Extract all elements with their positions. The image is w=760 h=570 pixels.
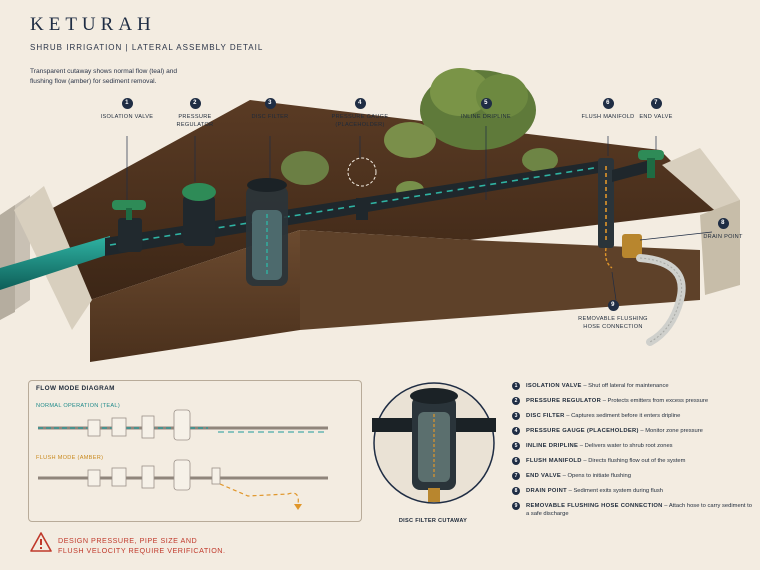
legend-number: 3 (512, 412, 520, 420)
cutaway-label: DISC FILTER CUTAWAY (398, 518, 468, 524)
callout-flush-manifold: 6 FLUSH MANIFOLD (573, 98, 643, 122)
flow-mode-schematic (38, 409, 328, 510)
legend-number: 8 (512, 487, 520, 495)
legend-name: DRAIN POINT (526, 488, 567, 494)
legend-name: FLUSH MANIFOLD (526, 458, 582, 464)
callout-number: 4 (354, 98, 366, 109)
supply-pipe (0, 236, 110, 290)
warning-note: DESIGN PRESSURE, PIPE SIZE AND FLUSH VEL… (58, 536, 226, 555)
callout-label: INLINE DRIPLINE (461, 114, 511, 120)
legend-number: 5 (512, 442, 520, 450)
warning-triangle-icon (30, 532, 52, 552)
legend-name: INLINE DRIPLINE (526, 443, 579, 449)
legend-desc: Attach hose to carry sediment to a safe … (526, 503, 752, 517)
callout-number: 1 (121, 98, 133, 109)
stone-curb-right (662, 148, 740, 215)
callout-number: 9 (607, 300, 619, 311)
callout-number: 8 (717, 218, 729, 229)
legend-number: 6 (512, 457, 520, 465)
callout-label: DISC FILTER (251, 114, 289, 120)
legend-number: 2 (512, 397, 520, 405)
callout-pressure-gauge: 4 PRESSURE GAUGE (PLACEHOLDER) (322, 98, 398, 129)
flush-manifold-shape (598, 158, 650, 248)
legend-desc: Shut off lateral for maintenance (588, 383, 669, 389)
legend-desc: Directs flushing flow out of the system (588, 458, 686, 464)
legend-name: REMOVABLE FLUSHING HOSE CONNECTION (526, 503, 663, 509)
legend-name: PRESSURE REGULATOR (526, 398, 602, 404)
legend-desc: Delivers water to shrub root zones (584, 443, 673, 449)
callout-number: 6 (602, 98, 614, 109)
callout-label: PRESSURE REGULATOR (176, 114, 214, 128)
legend-number: 4 (512, 427, 520, 435)
callout-end-valve: 7 END VALVE (631, 98, 681, 122)
callout-flushing-hose: 9 REMOVABLE FLUSHING HOSE CONNECTION (578, 300, 648, 331)
normal-flow-schematic (38, 409, 328, 441)
callout-label: REMOVABLE FLUSHING HOSE CONNECTION (578, 316, 648, 330)
intro-note: Transparent cutaway shows normal flow (t… (30, 68, 178, 85)
callout-number: 5 (480, 98, 492, 109)
callout-number: 2 (189, 98, 201, 109)
callout-inline-dripline: 5 INLINE DRIPLINE (451, 98, 521, 122)
callout-label: FLUSH MANIFOLD (581, 114, 635, 120)
legend-desc: Protects emitters from excess pressure (607, 398, 709, 404)
brand-title: KETURAH (30, 14, 156, 35)
legend-desc: Opens to initiate flushing (567, 473, 631, 479)
legend-number: 9 (512, 502, 520, 510)
legend-name: PRESSURE GAUGE (PLACEHOLDER) (526, 428, 639, 434)
legend-name: ISOLATION VALVE (526, 383, 582, 389)
callout-disc-filter: 3 DISC FILTER (235, 98, 305, 122)
callout-label: END VALVE (639, 114, 673, 120)
lateral-assembly-illustration (0, 68, 740, 362)
callout-number: 3 (264, 98, 276, 109)
legend-name: DISC FILTER (526, 413, 565, 419)
flush-mode-label: FLUSH MODE (AMBER) (36, 455, 104, 461)
callout-label: DRAIN POINT (703, 234, 743, 240)
normal-operation-label: NORMAL OPERATION (TEAL) (36, 403, 120, 409)
legend-name: END VALVE (526, 473, 562, 479)
flow-diagram-title: FLOW MODE DIAGRAM (36, 385, 115, 392)
disc-filter-shape (246, 178, 288, 286)
warning-line-1: DESIGN PRESSURE, PIPE SIZE AND (58, 536, 198, 545)
flow-mode-diagram-panel (28, 380, 362, 522)
lateral-pipe (105, 160, 605, 256)
flush-flow-schematic (38, 459, 328, 510)
pressure-gauge-placeholder (347, 157, 377, 220)
legend-desc: Captures sediment before it enters dripl… (571, 413, 681, 419)
legend-number: 7 (512, 472, 520, 480)
isolation-valve-shape (112, 200, 146, 252)
disc-filter-cutaway (372, 382, 496, 504)
page-subtitle: SHRUB IRRIGATION | LATERAL ASSEMBLY DETA… (30, 43, 264, 52)
shrub-plants (281, 68, 558, 199)
legend-number: 1 (512, 382, 520, 390)
callout-pressure-regulator: 2 PRESSURE REGULATOR (160, 98, 230, 129)
callout-isolation-valve: 1 ISOLATION VALVE (92, 98, 162, 122)
callout-drain-point: 8 DRAIN POINT (700, 218, 746, 242)
callout-label: PRESSURE GAUGE (PLACEHOLDER) (331, 114, 389, 128)
callout-number: 7 (650, 98, 662, 109)
legend-desc: Sediment exits system during flush (573, 488, 664, 494)
legend-desc: Monitor zone pressure (645, 428, 703, 434)
callout-label: ISOLATION VALVE (100, 114, 154, 120)
end-valve-shape (638, 150, 664, 178)
drain-point-shape (604, 234, 642, 269)
warning-line-2: FLUSH VELOCITY REQUIRE VERIFICATION. (58, 545, 226, 555)
pressure-regulator-shape (182, 183, 216, 246)
